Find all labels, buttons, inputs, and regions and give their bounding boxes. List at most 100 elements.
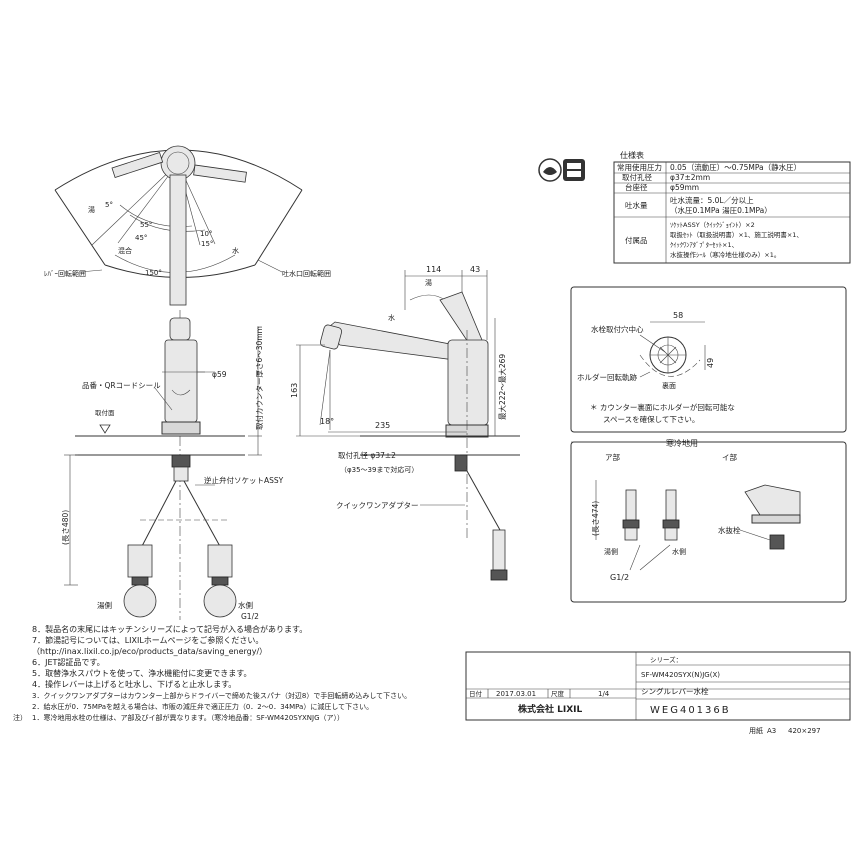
holder-note-2: スペースを確保して下さい。: [603, 414, 699, 424]
holder-range-label: ホルダー回転軌跡: [577, 372, 637, 382]
product-name: シングルレバー水栓: [641, 686, 709, 696]
scale-label: 尺度: [551, 689, 565, 698]
angle-15: 15°: [201, 240, 213, 248]
back-label: 裏面: [662, 381, 676, 390]
holder-box: 58 49 水栓取付穴中心 ホルダー回転軌跡 裏面 ＊ カウンター裏面にホルダー…: [570, 286, 847, 433]
lever-side-icon: [439, 291, 483, 346]
drain-body-icon: [744, 484, 801, 516]
drain-plug-label: 水抜栓: [718, 525, 741, 535]
angle-45: 45°: [135, 234, 147, 242]
spec-label-base: 台座径: [625, 182, 648, 192]
valve-cold-icon: [203, 584, 237, 618]
hot-mark-side: 湯: [425, 278, 432, 287]
front-view: φ59 品番・QRコードシール 取付面 取付カウンター厚さ6～30mm (長さ4…: [61, 310, 284, 621]
note-2: 2．給水圧が0．75MPaを越える場合は、市販の減圧弁で適正圧力（0．2～0．3…: [32, 702, 373, 711]
adapter-icon: [490, 569, 508, 581]
lever-handle-icon: [193, 164, 247, 183]
socket-hot-icon: [127, 544, 153, 578]
angle-10: 10°: [200, 230, 212, 238]
angle-5: 5°: [105, 201, 113, 209]
height-range: 最大222～最大269: [497, 354, 507, 420]
note-5: 5．取替浄水スパウトを使って、浄水機能付に変更できます。: [32, 668, 252, 678]
note-7: 7．節湯記号については、LIXILホームページをご参照ください。: [32, 635, 263, 645]
eco-leaf-icon: [543, 167, 557, 175]
angle-18: 18°: [320, 417, 334, 426]
note-6: 6．JET認証品です。: [32, 657, 105, 667]
body-side-icon: [447, 339, 489, 426]
dim-49: 49: [706, 358, 715, 368]
thread-front: G1/2: [241, 612, 259, 621]
note-1: 1．寒冷地用水栓の仕様は、ア部及びイ部が異なります。（寒冷地品番：SF-WM42…: [32, 713, 344, 722]
angle-55: 55°: [140, 221, 152, 229]
spec-value-flow-2: （水圧0.1MPa 湯圧0.1MPa）: [670, 205, 772, 215]
spec-table-title: 仕様表: [620, 150, 644, 160]
counter-thickness: 取付カウンター厚さ6～30mm: [254, 326, 264, 430]
hose-length: (長さ480): [61, 510, 70, 545]
cold-region-box: 寒冷地用 ア部 イ部 (長さ474) 湯側 水側 G1/2 水抜栓: [570, 438, 847, 603]
spout-range-label: 吐水口回転範囲: [282, 269, 331, 278]
dim-43: 43: [470, 265, 480, 274]
center-label: 水栓取付穴中心: [591, 324, 644, 334]
note-3: 3．クイックワンアダプターはカウンター上部からドライバーで締めた後スパナ（対辺8…: [32, 691, 411, 700]
spec-label-flow: 吐水量: [625, 200, 648, 210]
spec-table: 仕様表 常用使用圧力 0.05（流動圧）～0.75MPa（静水圧） 取付孔径 φ…: [613, 150, 851, 264]
adapter-label: クイックワンアダプター: [336, 500, 419, 510]
socket-cold-icon: [207, 544, 233, 578]
scale-value: 1/4: [598, 690, 610, 698]
body-front-icon: [164, 339, 198, 423]
date-label: 日付: [469, 689, 483, 698]
part-a: ア部: [605, 452, 620, 462]
holder-front-icon: [171, 454, 191, 468]
cold-mark-side: 水: [388, 313, 395, 322]
spec-value-pressure: 0.05（流動圧）～0.75MPa（静水圧）: [670, 162, 801, 172]
spec-label-pressure: 常用使用圧力: [617, 162, 662, 172]
cold-hose-length: (長さ474): [591, 501, 600, 536]
cold-side-front: 水側: [238, 600, 253, 610]
spec-value-flow-1: 吐水流量：5.0L／分以上: [670, 195, 754, 205]
spec-label-hole: 取付孔径: [622, 172, 652, 182]
lever-range-label: ﾚﾊﾞｰ回転範囲: [44, 269, 86, 278]
qr-label: 品番・QRコードシール: [82, 380, 161, 390]
spec-value-base: φ59mm: [670, 183, 699, 192]
series-label: シリーズ：: [650, 655, 682, 664]
paper-label: 用紙: [749, 726, 763, 735]
certification-marks: [538, 158, 585, 182]
mount-face-label: 取付面: [95, 408, 115, 417]
lever-front-icon: [169, 317, 191, 341]
title-block: 日付 2017.03.01 尺度 1/4 株式会社 LIXIL シリーズ： SF…: [465, 651, 851, 735]
spec-value-acc-3: ｸｲｯｸﾜﾝｱﾀﾞﾌﾟﾀｰｾｯﾄ×1、: [670, 241, 738, 249]
angle-150: 150°: [145, 269, 162, 277]
cold-label-top: 水: [232, 246, 239, 255]
note-8: 8．製品名の末尾にはキッチンシリーズによって記号が入る場合があります。: [32, 624, 307, 634]
spec-value-acc-2: 取扱ｾｯﾄ（取扱説明書）×1、施工説明書×1、: [670, 230, 803, 239]
paper-size: 420×297: [788, 727, 821, 735]
company-name: 株式会社 LIXIL: [518, 703, 583, 715]
spec-label-accessories: 付属品: [625, 235, 648, 245]
paper-value: A3: [767, 727, 776, 735]
note-7-url: （http://inax.lixil.co.jp/eco/products_da…: [32, 647, 267, 656]
dim-58: 58: [673, 311, 683, 320]
dim-163: 163: [290, 383, 299, 398]
dim-114: 114: [426, 265, 441, 274]
mix-label: 混合: [118, 246, 132, 255]
date-value: 2017.03.01: [496, 690, 536, 698]
spec-value-hole: φ37±2mm: [670, 173, 710, 182]
hole-range: （φ35～39まで対応可）: [340, 465, 418, 474]
cold-box-title: 寒冷地用: [666, 438, 698, 448]
drain-plug-icon: [769, 534, 785, 550]
cold-hot-side: 湯側: [604, 547, 618, 556]
spec-value-acc-1: ｿｹｯﾄASSY（ｸｲｯｸｼﾞｮｲﾝﾄ）×2: [670, 221, 755, 229]
side-view: 114 43 湯 水 163 18° 235 最大222～最大269 取付孔径 …: [290, 265, 520, 581]
top-view: 湯 5° 55° 45° 混合 10° 15° 水 150° ﾚﾊﾞｰ回転範囲 …: [44, 145, 331, 306]
dim-235: 235: [375, 421, 390, 430]
hot-label-top: 湯: [88, 205, 95, 214]
socket-label: 逆止弁付ソケットASSY: [204, 475, 284, 485]
spout-top-icon: [169, 174, 187, 306]
notes-prefix: 注）: [13, 713, 27, 722]
model-number: SF-WM420SYX(N)JG(X): [641, 671, 720, 679]
saving-mark-icon: [563, 159, 585, 181]
drawing-number: WEG40136B: [650, 705, 731, 716]
spout-side-icon: [324, 321, 456, 361]
part-i: イ部: [722, 452, 737, 462]
